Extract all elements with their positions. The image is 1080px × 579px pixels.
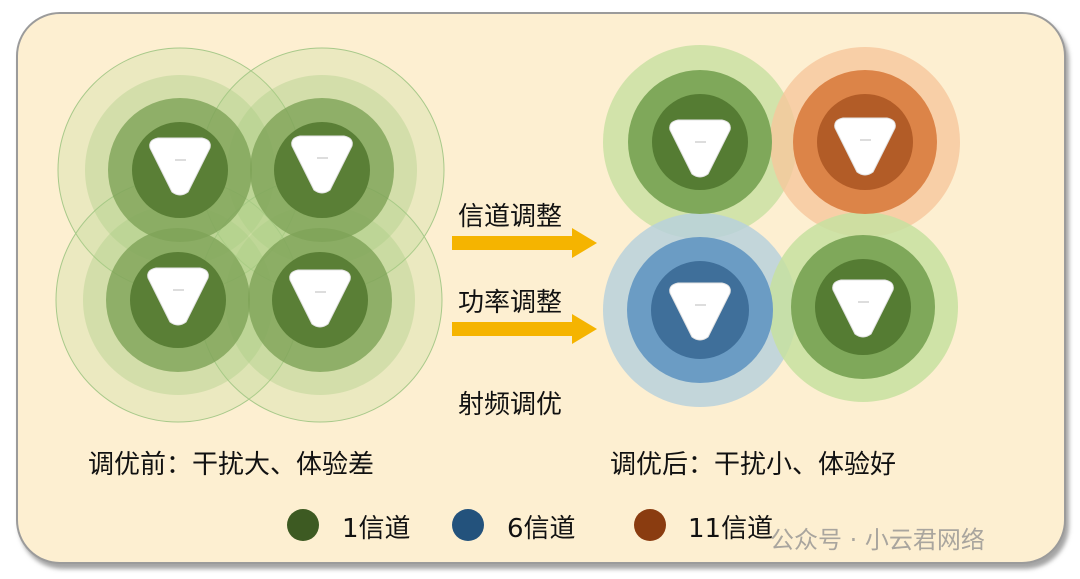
- step-channel-adjust: 信道调整: [458, 202, 563, 232]
- legend-label-channel-11: 11信道: [688, 514, 774, 544]
- step-power-adjust: 功率调整: [458, 288, 563, 318]
- caption-before: 调优前：干扰大、体验差: [88, 450, 375, 480]
- before-ap-group: [55, 47, 445, 423]
- legend-label-channel-1: 1信道: [342, 514, 411, 544]
- legend-dot-channel-1: [287, 509, 319, 541]
- step-rf-tuning: 射频调优: [458, 390, 563, 420]
- caption-after: 调优后：干扰小、体验好: [610, 450, 897, 480]
- legend-label-channel-6: 6信道: [507, 514, 576, 544]
- legend-dot-channel-11: [634, 509, 666, 541]
- legend-dot-channel-6: [452, 509, 484, 541]
- arrow-icon: [452, 228, 597, 344]
- watermark: 公众号 · 小云君网络: [770, 526, 985, 554]
- after-ap-group: [603, 45, 960, 407]
